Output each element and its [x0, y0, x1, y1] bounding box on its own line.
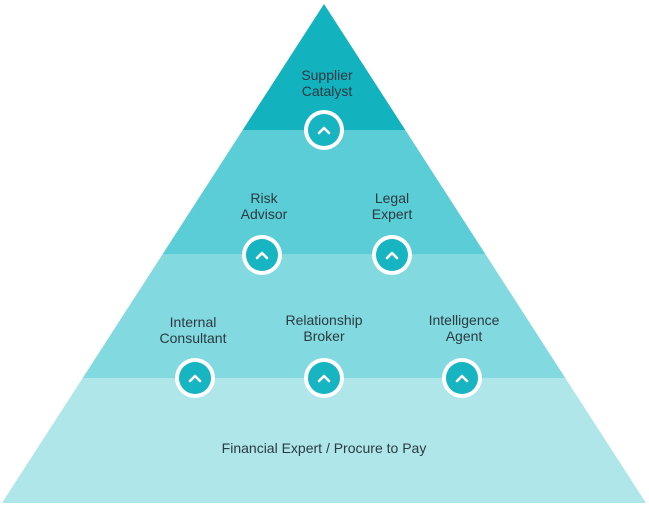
- role-label-intelligence-agent: Intelligence Agent: [429, 312, 500, 344]
- role-label-line: Risk: [250, 190, 278, 206]
- role-label-line: Advisor: [240, 206, 288, 222]
- role-label-line: Internal: [169, 314, 217, 330]
- chevron-up-icon: [385, 251, 399, 260]
- chevron-up-icon: [188, 374, 202, 383]
- role-label-line: Catalyst: [301, 83, 353, 99]
- chevron-up-icon: [455, 374, 469, 383]
- chevron-up-icon: [317, 126, 331, 135]
- role-label-line: Agent: [445, 328, 483, 344]
- chevron-up-icon: [255, 251, 269, 260]
- role-label-internal-consultant: Internal Consultant: [160, 314, 227, 346]
- role-label-line: Consultant: [159, 330, 227, 346]
- role-label-supplier-catalyst: Supplier Catalyst: [301, 67, 352, 99]
- role-label-line: Supplier: [301, 67, 353, 83]
- role-label-line: Broker: [303, 328, 345, 344]
- base-tier-label: Financial Expert / Procure to Pay: [222, 440, 427, 456]
- tier-4-band: [2, 378, 646, 503]
- expand-button-relationship-broker[interactable]: [304, 358, 344, 398]
- role-label-line: Expert: [371, 206, 413, 222]
- role-label-risk-advisor: Risk Advisor: [241, 190, 288, 222]
- tier-2-band: [162, 130, 486, 254]
- expand-button-risk-advisor[interactable]: [242, 235, 282, 275]
- role-label-line: Intelligence: [428, 312, 500, 328]
- tier-1-band: [242, 4, 406, 130]
- expand-button-intelligence-agent[interactable]: [442, 358, 482, 398]
- role-label-relationship-broker: Relationship Broker: [285, 312, 362, 344]
- role-label-legal-expert: Legal Expert: [372, 190, 412, 222]
- expand-button-supplier-catalyst[interactable]: [304, 110, 344, 150]
- role-label-line: Legal: [374, 190, 410, 206]
- expand-button-legal-expert[interactable]: [372, 235, 412, 275]
- base-tier-label-text: Financial Expert / Procure to Pay: [221, 440, 427, 456]
- tier-3-band: [82, 254, 566, 378]
- expand-button-internal-consultant[interactable]: [175, 358, 215, 398]
- role-label-line: Relationship: [285, 312, 363, 328]
- chevron-up-icon: [317, 374, 331, 383]
